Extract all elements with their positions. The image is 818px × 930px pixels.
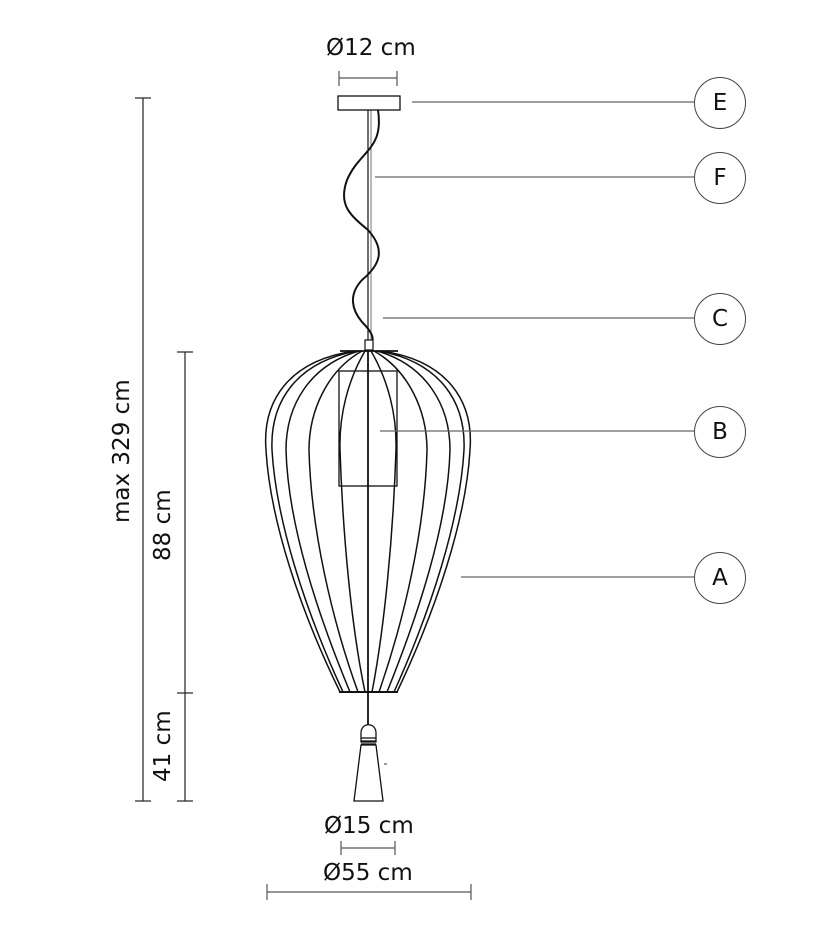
callout-e[interactable]: E xyxy=(694,77,746,129)
shade-height-label: 88 cm xyxy=(150,489,176,561)
tassel-height-label: 41 cm xyxy=(150,710,176,782)
shade-diameter-dimension-line xyxy=(266,884,472,900)
tassel-diameter-label: Ø15 cm xyxy=(324,813,414,839)
max-height-dimension-line xyxy=(135,97,151,802)
canopy-diameter-label: Ø12 cm xyxy=(326,35,416,61)
canopy xyxy=(337,95,401,111)
callout-a[interactable]: A xyxy=(694,552,746,604)
shade-height-dimension-line xyxy=(177,351,193,802)
leader-lines xyxy=(375,101,694,578)
light-source xyxy=(338,370,398,487)
tassel xyxy=(353,724,384,802)
canopy-dimension-line xyxy=(338,71,398,86)
callout-c[interactable]: C xyxy=(694,293,746,345)
max-height-label: max 329 cm xyxy=(109,379,135,523)
shade-diameter-label: Ø55 cm xyxy=(323,860,413,886)
power-cable xyxy=(342,109,380,343)
connector xyxy=(364,339,374,351)
callout-f[interactable]: F xyxy=(694,152,746,204)
tassel-diameter-dimension-line xyxy=(340,841,396,855)
callout-b[interactable]: B xyxy=(694,406,746,458)
cage-shade xyxy=(264,350,472,693)
